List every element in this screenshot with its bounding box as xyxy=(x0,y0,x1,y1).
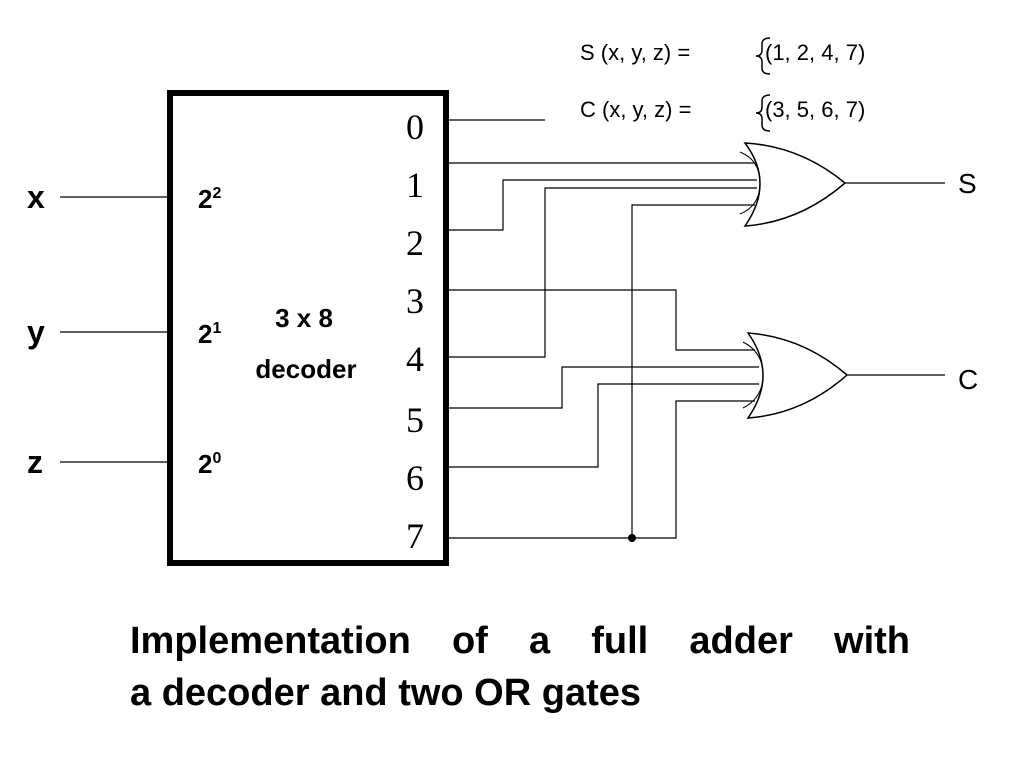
wire-output-5 xyxy=(446,366,759,409)
weight-label-y: 21 xyxy=(198,319,221,349)
s-equation-lhs: S (x, y, z) = xyxy=(580,40,690,65)
decoder-label-size: 3 x 8 xyxy=(275,303,333,333)
output-label-5: 5 xyxy=(406,400,424,440)
wire-output-3 xyxy=(446,289,755,351)
output-label-7: 7 xyxy=(406,516,424,556)
or-gate-s-back xyxy=(739,151,761,215)
output-label-1: 1 xyxy=(406,165,424,205)
wire-output-4 xyxy=(446,187,757,358)
input-label-x: x xyxy=(27,179,45,215)
c-equation-lhs: C (x, y, z) = xyxy=(580,97,691,122)
decoder-box xyxy=(167,90,449,566)
input-label-y: y xyxy=(27,314,45,350)
s-equation-rhs: (1, 2, 4, 7) xyxy=(765,40,865,65)
c-output-label: C xyxy=(958,364,978,395)
weight-label-z: 20 xyxy=(198,449,221,479)
caption-line-2: a decoder and two OR gates xyxy=(130,672,641,714)
wire-output-7-c xyxy=(446,400,755,539)
s-equation-brace xyxy=(755,37,771,75)
weight-label-x: 22 xyxy=(198,184,221,214)
output-wires xyxy=(446,119,759,539)
output-label-2: 2 xyxy=(406,223,424,263)
output-label-4: 4 xyxy=(406,339,424,379)
wire-output-7-s xyxy=(631,204,755,538)
output-label-0: 0 xyxy=(406,107,424,147)
decoder-label-name: decoder xyxy=(255,354,356,384)
output-label-6: 6 xyxy=(406,458,424,498)
caption-line-1: Implementation of a full adder with xyxy=(130,620,910,662)
c-equation-rhs: (3, 5, 6, 7) xyxy=(765,97,865,122)
junction-dot xyxy=(628,534,636,542)
output-label-3: 3 xyxy=(406,281,424,321)
s-output-label: S xyxy=(958,168,977,199)
wire-output-6 xyxy=(446,383,759,468)
c-equation-brace xyxy=(755,94,771,132)
wire-output-2 xyxy=(446,179,757,231)
or-gate-c-back xyxy=(742,341,764,409)
input-label-z: z xyxy=(27,444,43,480)
caption: Implementation of a full adder with a de… xyxy=(130,615,920,719)
